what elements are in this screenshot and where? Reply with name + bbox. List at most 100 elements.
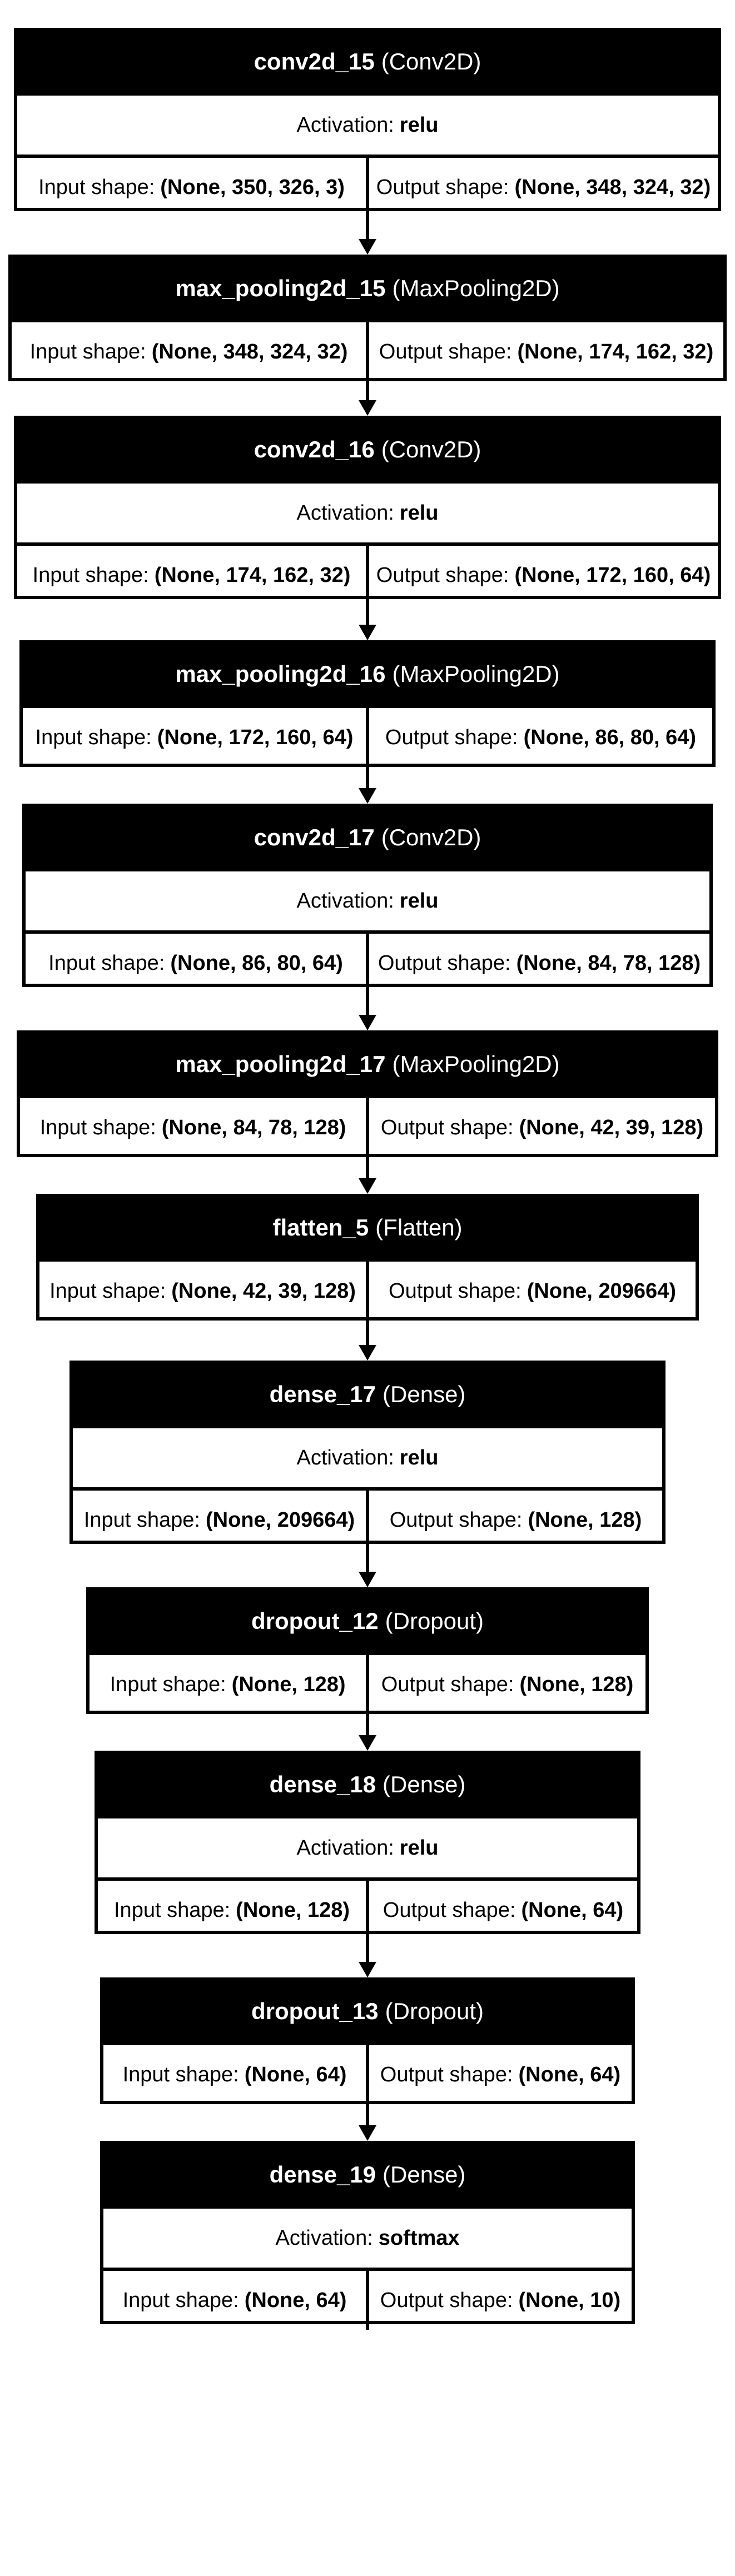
- output-shape-label: Output shape:: [381, 1672, 514, 1696]
- output-shape-cell: Output shape: (None, 64): [369, 2045, 632, 2104]
- output-shape-label: Output shape:: [389, 1279, 522, 1303]
- layer-header: max_pooling2d_16 (MaxPooling2D): [23, 644, 712, 705]
- input-shape-value: (None, 42, 39, 128): [171, 1279, 356, 1303]
- shape-row: Input shape: (None, 174, 162, 32) Output…: [17, 542, 718, 605]
- layer-name: dense_19: [269, 2161, 376, 2188]
- layer-node-dense-19: dense_19 (Dense) Activation: softmax Inp…: [100, 2141, 635, 2330]
- activation-row: Activation: softmax: [103, 2205, 632, 2268]
- input-shape-label: Input shape:: [122, 2288, 239, 2312]
- output-shape-value: (None, 209664): [527, 1279, 676, 1303]
- output-shape-cell: Output shape: (None, 174, 162, 32): [369, 322, 723, 381]
- input-shape-label: Input shape:: [83, 1508, 200, 1532]
- layer-name: dropout_12: [251, 1608, 379, 1634]
- layer-node-conv2d-15: conv2d_15 (Conv2D) Activation: relu Inpu…: [14, 28, 721, 217]
- connection-arrow: [359, 1544, 376, 1587]
- layer-name: max_pooling2d_17: [175, 1051, 386, 1077]
- shape-row: Input shape: (None, 86, 80, 64) Output s…: [26, 930, 709, 993]
- layer-node-flatten-5: flatten_5 (Flatten) Input shape: (None, …: [36, 1194, 699, 1321]
- shape-row: Input shape: (None, 64) Output shape: (N…: [103, 2042, 632, 2104]
- output-shape-label: Output shape:: [380, 2062, 513, 2086]
- input-shape-value: (None, 128): [231, 1672, 346, 1696]
- layer-name: dropout_13: [251, 1998, 379, 2024]
- input-shape-value: (None, 86, 80, 64): [170, 951, 343, 975]
- input-shape-label: Input shape:: [122, 2062, 239, 2086]
- connection-arrow: [359, 1157, 376, 1194]
- layer-header: dense_19 (Dense): [103, 2144, 632, 2205]
- input-shape-cell: Input shape: (None, 172, 160, 64): [23, 708, 369, 767]
- output-shape-value: (None, 64): [521, 1898, 624, 1922]
- connection-arrow: [359, 211, 376, 255]
- input-shape-value: (None, 64): [244, 2062, 347, 2086]
- activation-row: Activation: relu: [26, 868, 709, 930]
- output-shape-value: (None, 348, 324, 32): [514, 175, 711, 199]
- output-shape-label: Output shape:: [380, 2288, 513, 2312]
- layer-node-dense-17: dense_17 (Dense) Activation: relu Input …: [69, 1361, 666, 1549]
- connection-arrow: [359, 2104, 376, 2141]
- layer-name: dense_17: [269, 1381, 376, 1407]
- connection-arrow: [359, 381, 376, 416]
- input-shape-value: (None, 209664): [205, 1508, 355, 1532]
- input-shape-value: (None, 172, 160, 64): [157, 725, 354, 749]
- input-shape-cell: Input shape: (None, 64): [103, 2045, 369, 2104]
- input-shape-cell: Input shape: (None, 209664): [73, 1491, 369, 1549]
- output-shape-value: (None, 86, 80, 64): [523, 725, 697, 749]
- input-shape-cell: Input shape: (None, 84, 78, 128): [20, 1098, 369, 1157]
- input-shape-cell: Input shape: (None, 128): [90, 1655, 369, 1714]
- output-shape-cell: Output shape: (None, 64): [369, 1881, 637, 1940]
- output-shape-value: (None, 10): [518, 2288, 621, 2312]
- output-shape-label: Output shape:: [383, 1898, 516, 1922]
- output-shape-cell: Output shape: (None, 128): [369, 1655, 645, 1714]
- input-shape-label: Input shape:: [48, 951, 165, 975]
- shape-row: Input shape: (None, 350, 326, 3) Output …: [17, 155, 718, 217]
- layer-node-max-pooling2d-16: max_pooling2d_16 (MaxPooling2D) Input sh…: [19, 640, 716, 767]
- layer-name: conv2d_16: [254, 436, 375, 462]
- output-shape-value: (None, 128): [528, 1508, 642, 1532]
- input-shape-value: (None, 84, 78, 128): [161, 1115, 346, 1139]
- output-shape-value: (None, 172, 160, 64): [514, 563, 711, 587]
- layer-type: (Dropout): [385, 1998, 484, 2024]
- output-shape-cell: Output shape: (None, 10): [369, 2271, 632, 2330]
- input-shape-cell: Input shape: (None, 42, 39, 128): [39, 1262, 369, 1321]
- output-shape-value: (None, 64): [518, 2062, 621, 2086]
- layer-name: flatten_5: [272, 1214, 369, 1240]
- layer-type: (MaxPooling2D): [392, 661, 560, 687]
- output-shape-value: (None, 174, 162, 32): [517, 340, 714, 363]
- input-shape-label: Input shape:: [29, 340, 146, 363]
- layer-type: (Conv2D): [381, 48, 481, 74]
- input-shape-value: (None, 348, 324, 32): [151, 340, 348, 363]
- output-shape-cell: Output shape: (None, 128): [369, 1491, 662, 1549]
- shape-row: Input shape: (None, 84, 78, 128) Output …: [20, 1095, 715, 1157]
- output-shape-label: Output shape:: [379, 340, 512, 363]
- layer-header: conv2d_16 (Conv2D): [17, 419, 718, 480]
- activation-row: Activation: relu: [17, 92, 718, 155]
- activation-label: Activation:: [296, 889, 394, 913]
- output-shape-cell: Output shape: (None, 86, 80, 64): [369, 708, 712, 767]
- input-shape-cell: Input shape: (None, 174, 162, 32): [17, 546, 369, 605]
- layer-header: dropout_13 (Dropout): [103, 1981, 632, 2042]
- layer-header: dense_18 (Dense): [98, 1754, 637, 1815]
- activation-value: relu: [399, 1836, 439, 1860]
- output-shape-label: Output shape:: [378, 951, 511, 975]
- output-shape-value: (None, 42, 39, 128): [519, 1115, 704, 1139]
- activation-value: relu: [399, 113, 439, 137]
- output-shape-label: Output shape:: [376, 563, 509, 587]
- input-shape-value: (None, 64): [244, 2288, 347, 2312]
- output-shape-label: Output shape:: [385, 725, 518, 749]
- layer-header: flatten_5 (Flatten): [39, 1197, 696, 1258]
- connection-arrow: [359, 1714, 376, 1751]
- activation-label: Activation:: [296, 501, 394, 525]
- input-shape-cell: Input shape: (None, 350, 326, 3): [17, 158, 369, 217]
- layer-type: (MaxPooling2D): [392, 1051, 560, 1077]
- shape-row: Input shape: (None, 209664) Output shape…: [73, 1487, 662, 1549]
- layer-header: max_pooling2d_15 (MaxPooling2D): [12, 258, 723, 319]
- input-shape-label: Input shape:: [114, 1898, 231, 1922]
- layer-node-conv2d-16: conv2d_16 (Conv2D) Activation: relu Inpu…: [14, 416, 721, 605]
- layer-name: conv2d_17: [254, 824, 375, 850]
- connection-arrow: [359, 599, 376, 640]
- input-shape-label: Input shape:: [110, 1672, 226, 1696]
- activation-label: Activation:: [275, 2226, 373, 2250]
- layer-type: (Conv2D): [381, 436, 481, 462]
- output-shape-cell: Output shape: (None, 348, 324, 32): [369, 158, 718, 217]
- input-shape-cell: Input shape: (None, 86, 80, 64): [26, 934, 369, 993]
